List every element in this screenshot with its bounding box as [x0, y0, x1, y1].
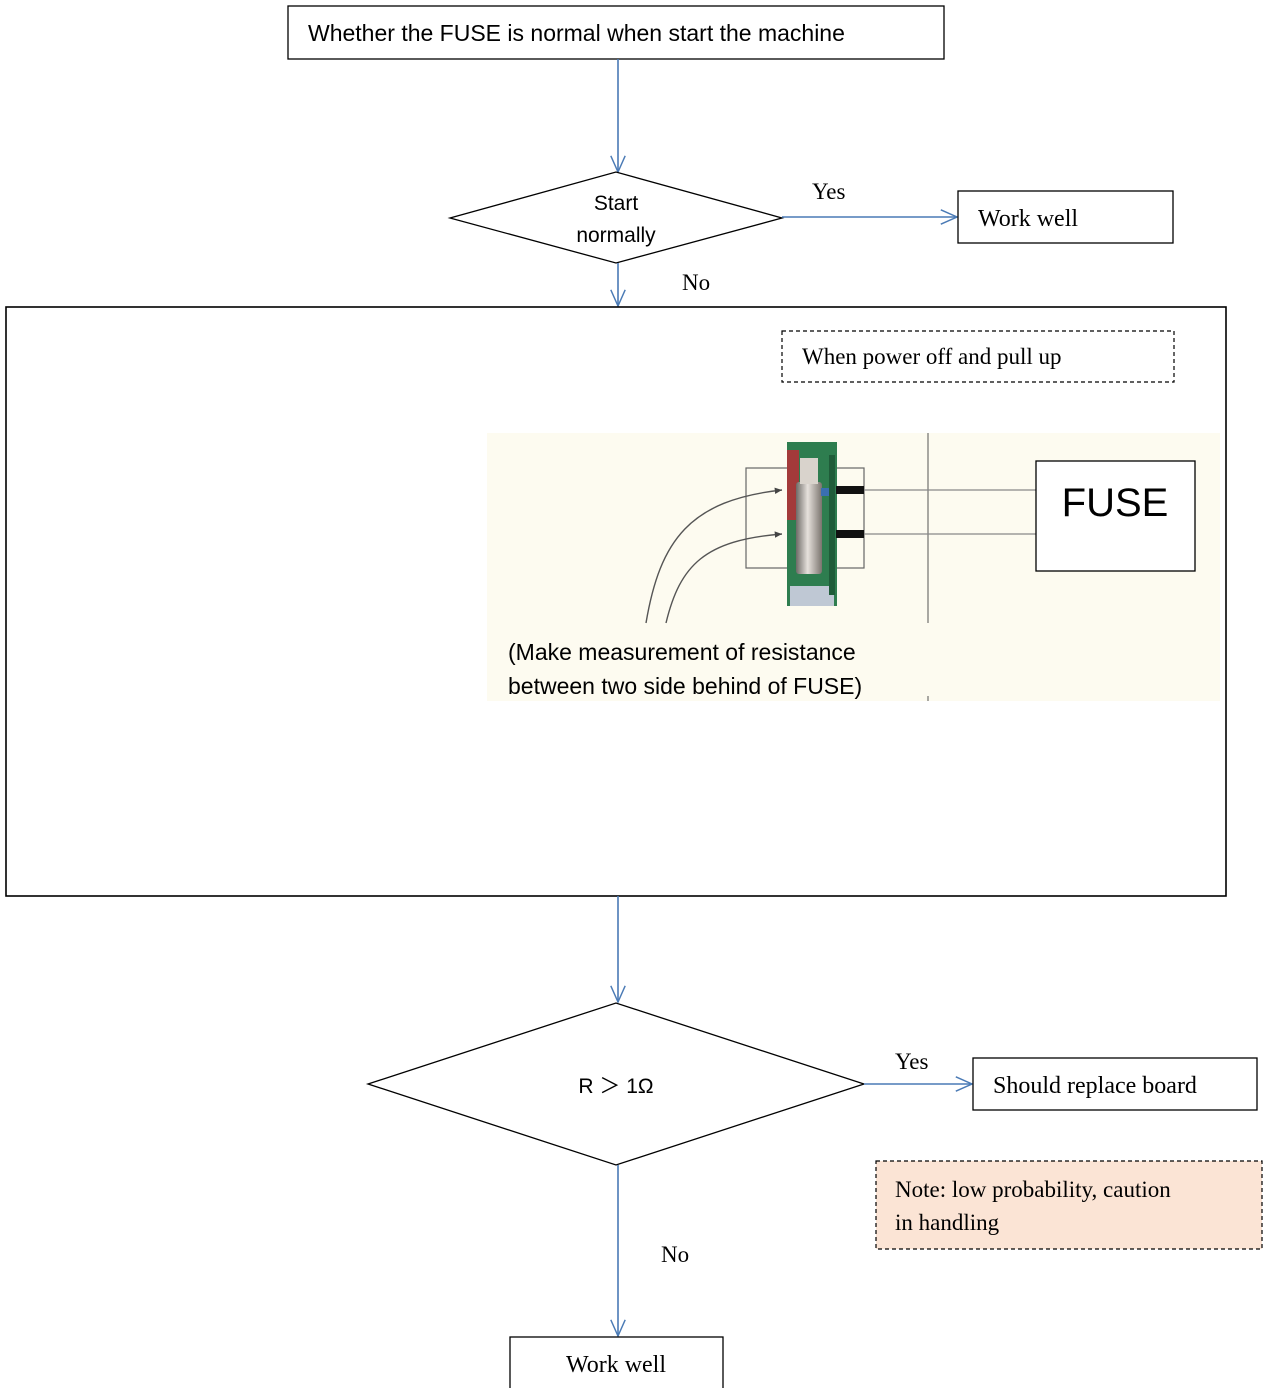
fuse-pin-upper: [836, 486, 864, 494]
work-well-top-box: Work well: [957, 190, 1174, 244]
measure-note-line2: between two side behind of FUSE): [508, 673, 862, 699]
power-off-note: When power off and pull up: [781, 330, 1175, 383]
decision1-no-label: No: [682, 270, 710, 295]
probe-lead-upper: [645, 487, 783, 624]
fuse-photo: [787, 442, 837, 606]
power-off-note-text: When power off and pull up: [802, 344, 1062, 369]
caution-note-line1: Note: low probability, caution: [895, 1177, 1171, 1202]
work-well-bottom-box: Work well: [509, 1336, 724, 1388]
fuse-box: [1035, 460, 1196, 572]
decision-resistance: R ＞ 1Ω: [365, 1002, 867, 1166]
work-well-bottom-text: Work well: [566, 1352, 666, 1378]
probe-lead-lower: [665, 531, 783, 624]
start-question-text: Whether the FUSE is normal when start th…: [308, 20, 845, 46]
decision1-yes-label: Yes: [812, 179, 846, 204]
decision2-yes-label: Yes: [895, 1049, 929, 1074]
measure-note-line1: (Make measurement of resistance: [508, 639, 856, 665]
decision2-no-label: No: [661, 1242, 689, 1267]
fuse-label: FUSE: [1062, 481, 1169, 525]
decision1-line2: normally: [576, 224, 656, 247]
decision-start-normally: Start normally: [447, 171, 785, 264]
decision1-line1: Start: [594, 192, 639, 215]
fuse-illustration: FUSE (Make measurement of resistance bet…: [487, 433, 1220, 701]
fuse-pin-lower: [836, 530, 864, 538]
caution-note-line2: in handling: [895, 1210, 1000, 1235]
replace-board-text: Should replace board: [993, 1073, 1197, 1099]
caution-note: Note: low probability, caution in handli…: [875, 1160, 1263, 1250]
work-well-top-text: Work well: [978, 206, 1078, 232]
replace-board-box: Should replace board: [972, 1057, 1258, 1111]
decision2-text: R ＞ 1Ω: [578, 1075, 653, 1098]
start-question-box: Whether the FUSE is normal when start th…: [287, 5, 945, 60]
